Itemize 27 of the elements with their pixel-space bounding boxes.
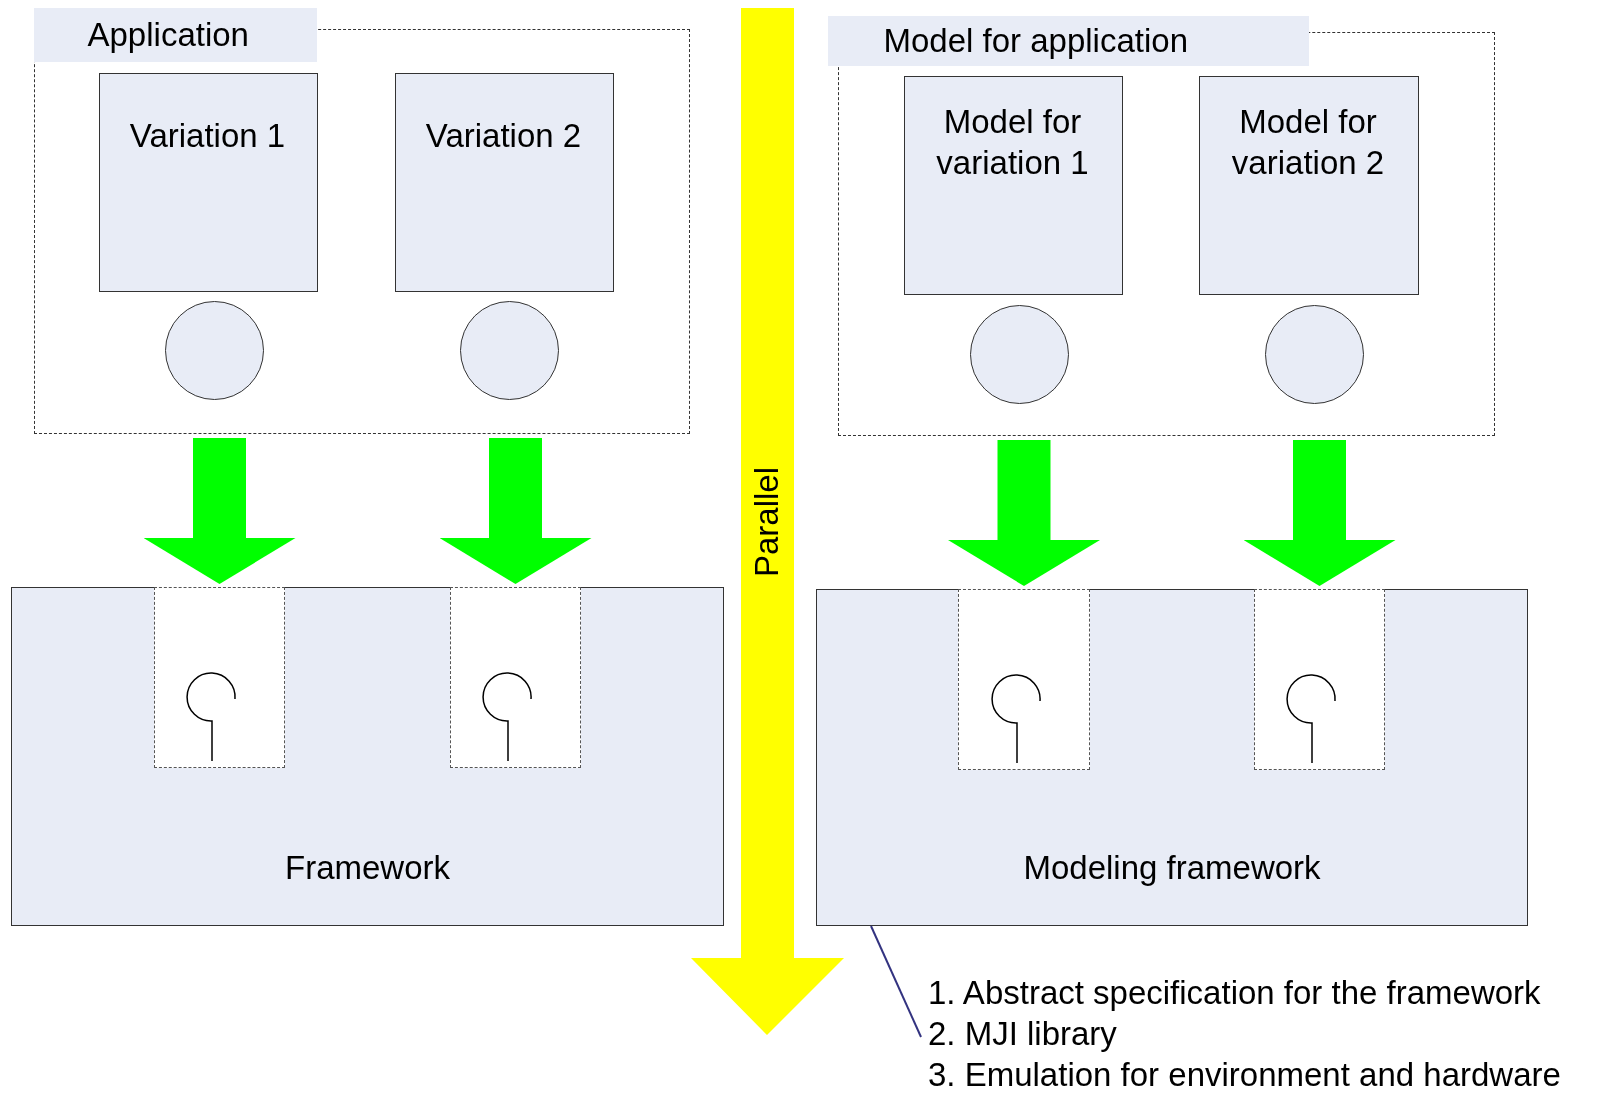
framework-title: Modeling framework: [1022, 848, 1322, 888]
block-arrow: [439, 438, 592, 584]
parallel-label: Parallel: [747, 466, 786, 578]
socket-slot: [957, 588, 1090, 770]
block-arrow: [143, 438, 296, 584]
note-item: 3. Emulation for environment and hardware: [928, 1055, 1562, 1095]
process-box: [394, 72, 614, 292]
note-item: 2. MJI library: [928, 1014, 1118, 1054]
framework-title: Framework: [284, 848, 451, 888]
process-box: [1198, 75, 1419, 295]
container-title: Application: [33, 7, 317, 62]
box-title: Model for variation 1: [935, 101, 1090, 183]
container-title: Model for application: [827, 15, 1309, 66]
note-item: 1. Abstract specification for the framework: [928, 973, 1542, 1013]
box-title: Variation 2: [424, 115, 583, 156]
framework-box: [11, 587, 724, 926]
socket-slot: [1253, 588, 1385, 770]
block-arrow: [1243, 440, 1396, 586]
process-box: [98, 72, 318, 292]
box-title: Model for variation 2: [1230, 101, 1386, 183]
box-title: Variation 1: [128, 115, 287, 156]
socket-slot: [153, 586, 285, 768]
process-box: [903, 75, 1123, 295]
block-arrow: [948, 440, 1100, 586]
socket-slot: [449, 586, 581, 768]
framework-box: [816, 589, 1528, 926]
leader-line: [870, 925, 922, 1038]
